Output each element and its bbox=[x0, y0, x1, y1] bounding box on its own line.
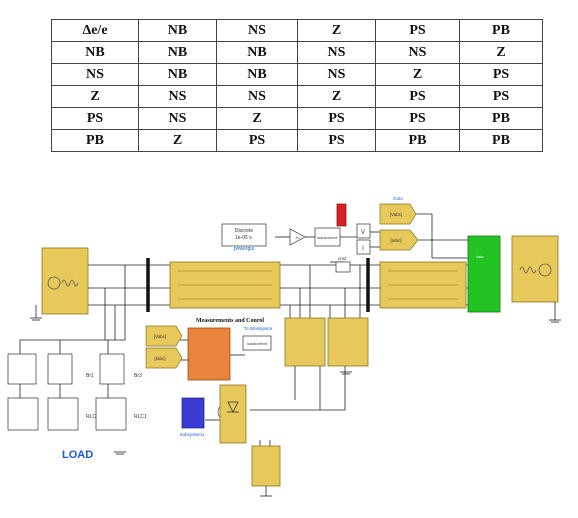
table-cell: PS bbox=[459, 63, 543, 86]
measurements-title: Measurements and Conrol bbox=[196, 318, 264, 324]
measurements-control-block bbox=[187, 327, 231, 381]
from-iabc bbox=[145, 347, 183, 369]
br1-label: Br1 bbox=[86, 373, 94, 379]
rlc-load-1 bbox=[7, 397, 39, 431]
goto-iabc bbox=[379, 229, 419, 251]
gain-text: -K- bbox=[295, 235, 301, 240]
from-vabc-text: [Vabc] bbox=[154, 334, 166, 339]
table-row: NS NB NB NS Z PS bbox=[51, 63, 543, 86]
rlc-load-3 bbox=[95, 397, 127, 431]
goto-label: Goto bbox=[393, 196, 403, 201]
breaker-br1 bbox=[47, 353, 73, 385]
breaker-br3 bbox=[99, 353, 125, 385]
converter-block bbox=[219, 384, 247, 444]
table-cell: PB bbox=[459, 129, 543, 152]
ground-icon bbox=[30, 317, 561, 455]
to-workspace-block bbox=[242, 335, 272, 351]
from-vabc bbox=[145, 325, 183, 347]
table-cell: PB bbox=[375, 129, 460, 152]
powergui-label: powergui bbox=[234, 246, 254, 252]
transformer-1 bbox=[284, 317, 326, 367]
br3-label: Br3 bbox=[134, 373, 142, 379]
powergui-text: Discrete bbox=[235, 228, 254, 234]
subsystem-block bbox=[181, 397, 205, 429]
fuzzy-rule-table: Δe/e NB NS Z PS PB NB NB NB NS NS Z NS N… bbox=[51, 19, 543, 152]
breaker-br0 bbox=[7, 353, 37, 385]
source-right bbox=[511, 235, 559, 303]
i-text: I bbox=[362, 246, 364, 252]
table-row: PB Z PS PS PB PB bbox=[51, 129, 543, 152]
rlc-load-2 bbox=[47, 397, 79, 431]
gain-block bbox=[289, 228, 306, 246]
to-workspace-text: loadcurrent bbox=[247, 341, 268, 346]
table-row: NB NB NB NS NS Z bbox=[51, 41, 543, 64]
to-workspace-label: To Workspace bbox=[244, 326, 273, 331]
table-cell: Z bbox=[138, 129, 217, 152]
goto-iabc-text: [Iabc] bbox=[390, 238, 401, 243]
source-right-icon bbox=[538, 263, 552, 277]
rlc1-label: RLC1 bbox=[134, 414, 147, 420]
cm2-label: cm2 bbox=[338, 256, 347, 261]
v-block bbox=[356, 223, 371, 239]
goto-vabc bbox=[379, 203, 417, 225]
source-icon bbox=[47, 276, 61, 290]
cm2-block bbox=[335, 261, 351, 273]
measurement-block bbox=[467, 235, 501, 313]
scope-block bbox=[336, 203, 347, 227]
from-iabc-text: [Iabc] bbox=[154, 356, 165, 361]
loadcurrent-block bbox=[314, 227, 341, 247]
powergui-text: 1e-05 s. bbox=[235, 235, 253, 241]
powergui-block bbox=[221, 223, 267, 247]
loadcurrent-text: loadcurrent bbox=[317, 235, 338, 240]
transformer-2 bbox=[327, 317, 369, 367]
load-label: LOAD bbox=[62, 449, 93, 461]
goto-vabc-text: [Vabc] bbox=[390, 212, 402, 217]
i-block bbox=[356, 239, 371, 255]
bottom-rlc-block bbox=[251, 445, 281, 487]
subsystem-label: Subsystem1 bbox=[180, 432, 205, 437]
table-cell: PS bbox=[297, 129, 376, 152]
measurement-text: Vabc bbox=[476, 255, 484, 259]
v-text: V bbox=[361, 230, 365, 236]
table-cell: PS bbox=[375, 85, 460, 108]
rlc-label: RLC bbox=[86, 414, 96, 420]
